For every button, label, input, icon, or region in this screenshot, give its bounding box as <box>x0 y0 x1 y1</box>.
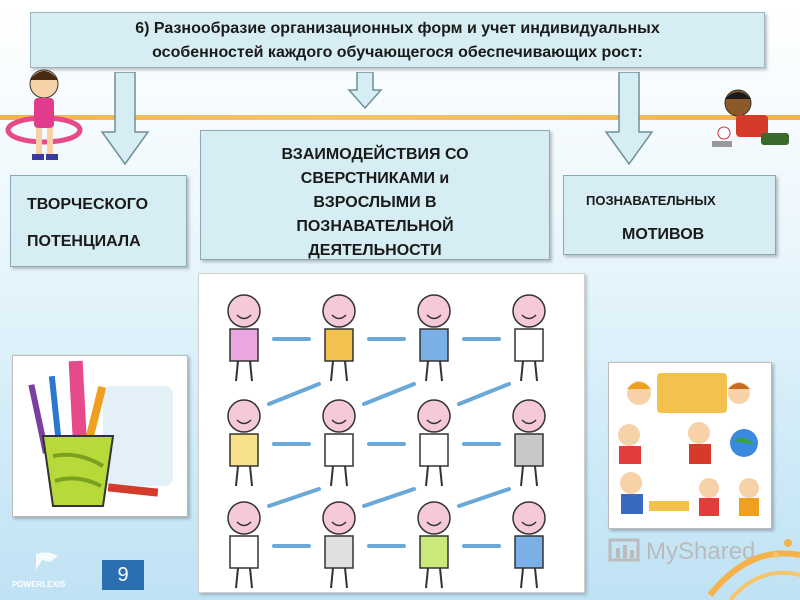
logo-text: POWERLEXIS <box>12 580 66 589</box>
boy-playing-illustration <box>712 89 789 147</box>
connector-arrow <box>457 487 511 508</box>
child-figure <box>322 399 356 487</box>
arrow-down-left-icon <box>100 72 150 166</box>
children-learning-icon <box>618 373 759 516</box>
connector-arrow <box>267 487 321 508</box>
card-right-line-1: ПОЗНАВАТЕЛЬНЫХ <box>586 193 716 208</box>
card-center-line-2: СВЕРСТНИКАМИ и <box>300 170 450 187</box>
watermark-text: MyShared <box>646 538 756 565</box>
card-center-line-1: ВЗАИМОДЕЙСТВИЯ СО <box>281 146 469 163</box>
child-figure <box>512 294 546 382</box>
slide-title: 6) Разнообразие организационных форм и у… <box>30 12 765 68</box>
card-right-line-2: МОТИВОВ <box>622 226 705 243</box>
card-center-line-5: ДЕЯТЕЛЬНОСТИ <box>308 242 442 259</box>
card-center-line-3: ВЗРОСЛЫМИ В <box>313 194 437 211</box>
pencil-cup-icon <box>28 360 173 507</box>
children-learning-picture <box>608 362 772 529</box>
child-figure <box>322 501 356 589</box>
child-figure <box>417 294 451 382</box>
page-number: 9 <box>102 560 144 590</box>
arrow-down-right-icon <box>604 72 654 166</box>
connector-arrow <box>267 382 321 406</box>
connector-arrow <box>457 382 511 406</box>
child-figure <box>512 501 546 589</box>
accent-line <box>0 115 800 120</box>
card-creative-potential: ТВОРЧЕСКОГО ПОТЕНЦИАЛА <box>10 175 187 267</box>
child-figure <box>512 399 546 487</box>
title-line-1: 6) Разнообразие организационных форм и у… <box>135 20 660 37</box>
connector-arrow <box>362 382 416 406</box>
children-doodle-icon <box>227 294 546 589</box>
decorative-swirl <box>707 539 800 600</box>
child-figure <box>417 501 451 589</box>
child-figure <box>227 294 261 382</box>
watermark-icon <box>608 538 640 562</box>
child-figure <box>227 399 261 487</box>
powerlexis-logo: POWERLEXIS <box>8 548 78 592</box>
title-line-2: особенностей каждого обучающегося обеспе… <box>152 44 643 61</box>
logo-mark-icon <box>36 552 58 570</box>
girl-hoop-illustration <box>5 69 83 160</box>
children-interaction-picture <box>198 273 585 593</box>
card-left-line-1: ТВОРЧЕСКОГО <box>27 196 149 213</box>
child-figure <box>322 294 356 382</box>
card-cognitive-motives: ПОЗНАВАТЕЛЬНЫХ МОТИВОВ <box>563 175 776 255</box>
card-center-line-4: ПОЗНАВАТЕЛЬНОЙ <box>296 218 454 235</box>
child-figure <box>227 501 261 589</box>
child-figure <box>417 399 451 487</box>
pencil-cup-picture <box>12 355 188 517</box>
arrow-down-center-icon <box>347 72 383 110</box>
card-interaction: ВЗАИМОДЕЙСТВИЯ СО СВЕРСТНИКАМИ и ВЗРОСЛЫ… <box>200 130 550 260</box>
connector-arrow <box>362 487 416 508</box>
card-left-line-2: ПОТЕНЦИАЛА <box>27 233 141 250</box>
